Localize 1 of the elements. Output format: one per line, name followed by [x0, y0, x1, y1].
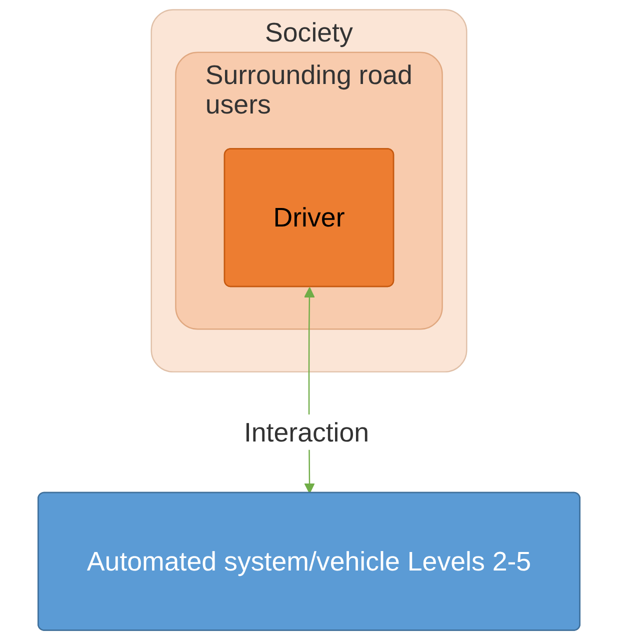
edge-label: Interaction [244, 417, 370, 448]
